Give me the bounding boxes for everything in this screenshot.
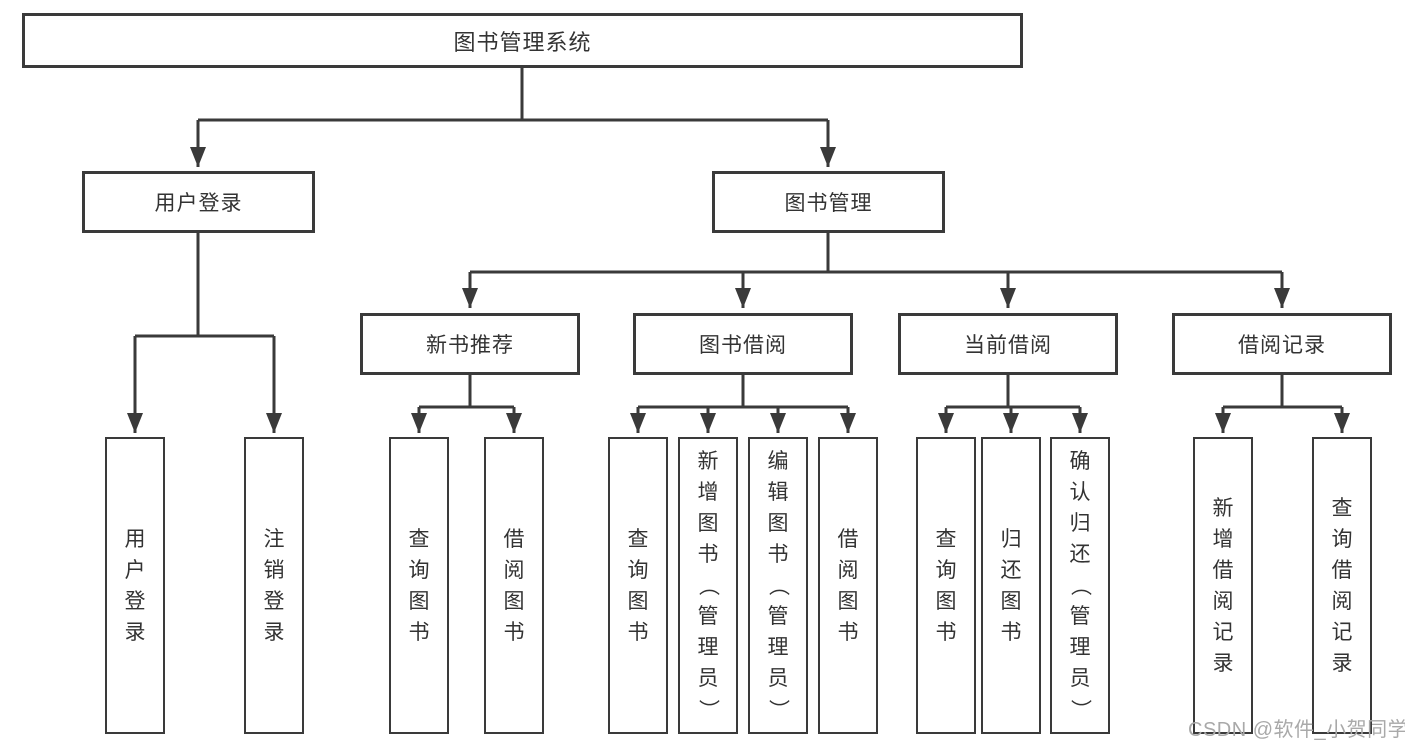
- leaf-confirm-return-admin: 确认归还（管理员）: [1050, 437, 1110, 734]
- leaf-query-books-current: 查询图书: [916, 437, 976, 734]
- leaf-query-books-recommend: 查询图书: [389, 437, 449, 734]
- node-current-borrowing: 当前借阅: [898, 313, 1118, 375]
- node-library-management-system: 图书管理系统: [22, 13, 1023, 68]
- node-book-borrowing: 图书借阅: [633, 313, 853, 375]
- leaf-return-book: 归还图书: [981, 437, 1041, 734]
- leaf-user-login: 用户登录: [105, 437, 165, 734]
- leaf-query-borrow-record: 查询借阅记录: [1312, 437, 1372, 734]
- node-user-login: 用户登录: [82, 171, 315, 233]
- leaf-borrow-books: 借阅图书: [818, 437, 878, 734]
- node-new-book-recommend: 新书推荐: [360, 313, 580, 375]
- leaf-add-book-admin: 新增图书（管理员）: [678, 437, 738, 734]
- leaf-borrow-books-recommend: 借阅图书: [484, 437, 544, 734]
- leaf-logout: 注销登录: [244, 437, 304, 734]
- node-borrow-records: 借阅记录: [1172, 313, 1392, 375]
- leaf-edit-book-admin: 编辑图书（管理员）: [748, 437, 808, 734]
- leaf-query-books-borrowing: 查询图书: [608, 437, 668, 734]
- leaf-add-borrow-record: 新增借阅记录: [1193, 437, 1253, 734]
- csdn-watermark: CSDN @软件_小贺同学: [1188, 719, 1405, 741]
- node-book-management: 图书管理: [712, 171, 945, 233]
